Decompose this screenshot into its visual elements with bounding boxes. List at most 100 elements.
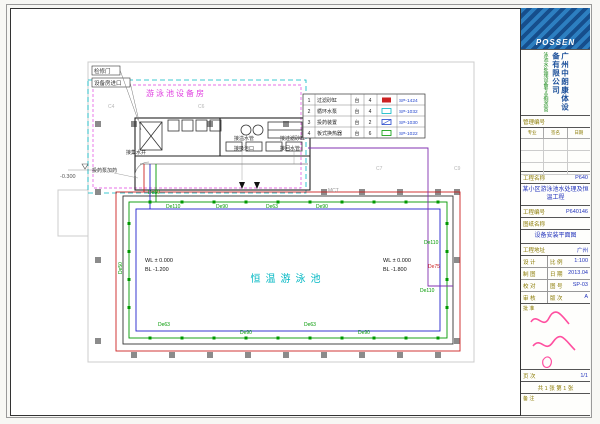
check-label: 校 对 bbox=[521, 280, 548, 291]
note-sump: 接集水井 bbox=[126, 149, 146, 156]
legend-name: 过滤砂缸 bbox=[317, 97, 337, 104]
note-overflow: 接溢水管 bbox=[234, 135, 254, 142]
axis-labels: C4 C6 C7 C9 MCT bbox=[108, 104, 461, 194]
pipe-label: De63 bbox=[304, 322, 316, 328]
pool-name: 恒温游泳池 bbox=[251, 272, 326, 285]
project-name-value: 某小区游泳池水处理及恒温工程 bbox=[521, 184, 590, 206]
axis-c9: C9 bbox=[454, 166, 461, 172]
signoff-table: 专业 签名 日期 bbox=[521, 128, 590, 175]
sheet-inner-frame bbox=[10, 8, 590, 416]
signature-stamp-1 bbox=[530, 311, 570, 325]
pipe-label: De90 bbox=[240, 330, 252, 336]
approve-label: 批 准 bbox=[523, 306, 535, 312]
wl-right-1: WL ± 0.000 bbox=[383, 258, 411, 264]
equipment-zone-dashed-magenta bbox=[92, 84, 302, 189]
wl-left-2: BL -1.200 bbox=[145, 267, 169, 273]
audit-label: 审 核 bbox=[521, 292, 548, 303]
revision-value: A bbox=[584, 293, 588, 300]
revision-label: 版 次 bbox=[550, 295, 563, 302]
axis-c6: C6 bbox=[198, 104, 205, 110]
sheet-count-text: 共 1 张 第 1 张 bbox=[537, 385, 574, 392]
note-dosing: 投药泵加药 bbox=[92, 167, 117, 174]
legend-name: 板式换热器 bbox=[317, 130, 342, 137]
scale-label: 比 例 bbox=[550, 259, 563, 266]
signoff-header-date: 日期 bbox=[574, 130, 584, 135]
drawing-no-label: 图 号 bbox=[550, 283, 563, 290]
note-return: 接回水管 bbox=[280, 145, 300, 152]
project-number-label: 工程编号 bbox=[523, 209, 546, 216]
note-suction: 接吸污口 bbox=[234, 145, 254, 152]
grid-row-check: 校 对 图 号 SP-03 bbox=[521, 280, 590, 292]
pipe-labels: De50 De110 De90 De63 De90 De110 De75 De1… bbox=[118, 190, 440, 336]
legend-name: 循环水泵 bbox=[317, 108, 337, 115]
axis-c4: C4 bbox=[108, 104, 115, 110]
mgmt-number-row: 管理编号 bbox=[521, 116, 590, 128]
pipe-label: De90 bbox=[358, 330, 370, 336]
axis-c7: C7 bbox=[376, 166, 383, 172]
legend-code: SP-1022 bbox=[399, 131, 418, 137]
legend-no: 3 bbox=[308, 120, 311, 126]
entry-note: 设备房进口 bbox=[94, 79, 122, 87]
equipment-room-walls bbox=[134, 117, 311, 191]
legend-no: 2 bbox=[308, 109, 311, 115]
pipe-blue-loop bbox=[135, 208, 441, 332]
draft-label: 制 图 bbox=[521, 268, 548, 279]
building-outline bbox=[57, 61, 475, 363]
pipe-purple bbox=[308, 147, 453, 287]
remark-label: 备 注 bbox=[523, 396, 535, 402]
note-filter: 接过滤砂缸 bbox=[280, 135, 305, 142]
project-name-row: 工程名称 P640 bbox=[521, 172, 590, 184]
date-value: 2013.04 bbox=[568, 269, 588, 276]
legend-code: SP-1032 bbox=[399, 109, 418, 115]
pipe-label: De63 bbox=[266, 204, 278, 210]
wl-left-1: WL ± 0.000 bbox=[145, 258, 173, 264]
legend-qty: 2 bbox=[369, 120, 372, 126]
legend-symbols bbox=[381, 97, 392, 136]
page-row: 页 次 1/1 bbox=[521, 370, 590, 382]
drawing-no-value: SP-03 bbox=[572, 281, 588, 288]
elevation-marker: -0.300 bbox=[60, 163, 100, 180]
signature-stamps bbox=[530, 311, 576, 368]
pipe-label: De75 bbox=[428, 264, 440, 270]
door-swing bbox=[134, 161, 150, 177]
project-number-row: 工程编号 P640146 bbox=[521, 206, 590, 218]
pipe-label: De90 bbox=[216, 204, 228, 210]
pipe-label: De90 bbox=[316, 204, 328, 210]
legend-qty: 4 bbox=[369, 109, 372, 115]
pipe-notes: 接溢水管 接吸污口 接过滤砂缸 接回水管 接集水井 投药泵加药 bbox=[92, 135, 305, 174]
water-levels: WL ± 0.000 BL -1.200 WL ± 0.000 BL -1.80… bbox=[145, 258, 411, 273]
flow-arrows bbox=[239, 182, 260, 189]
pipe-label: De110 bbox=[420, 288, 435, 294]
company-name: 广州中朗康体设备有限公司 bbox=[551, 52, 570, 112]
pool-outline bbox=[122, 195, 454, 345]
pipe-green-loop bbox=[128, 201, 448, 339]
signoff-header-signature: 签名 bbox=[544, 128, 568, 138]
signature-stamp-2 bbox=[532, 335, 576, 351]
page-label: 页 次 bbox=[523, 373, 536, 380]
project-code: P640 bbox=[575, 174, 588, 181]
scale-value: 1:100 bbox=[574, 257, 588, 264]
logo-text: POSSEN bbox=[535, 38, 576, 47]
equipment-items bbox=[139, 119, 308, 165]
pipe-label: De110 bbox=[424, 240, 439, 246]
legend-qty: 6 bbox=[369, 131, 372, 137]
legend-unit: 台 bbox=[354, 97, 359, 104]
approval-stamps: 批 准 bbox=[521, 304, 590, 370]
pipe-red-loop bbox=[115, 191, 461, 352]
axis-mct: MCT bbox=[328, 188, 339, 194]
legend-table: 1 过滤砂缸 台 4 SP-1424 2 循环水泵 台 4 SP-1032 3 … bbox=[302, 93, 426, 139]
legend-code: SP-1030 bbox=[399, 120, 418, 126]
floor-plan: 检修门 设备房进口 -0.300 游泳池设备房 bbox=[57, 61, 475, 363]
legend-qty: 4 bbox=[369, 98, 372, 104]
remark-box: 备 注 bbox=[521, 394, 590, 416]
pipe-label: De50 bbox=[148, 190, 160, 196]
company-tagline: 泳池水处理设备专业制造商 bbox=[542, 52, 549, 112]
sheet-name-row: 图纸名称 bbox=[521, 218, 590, 230]
wl-right-2: BL -1.800 bbox=[383, 267, 407, 273]
pipe-label: De110 bbox=[166, 204, 181, 210]
